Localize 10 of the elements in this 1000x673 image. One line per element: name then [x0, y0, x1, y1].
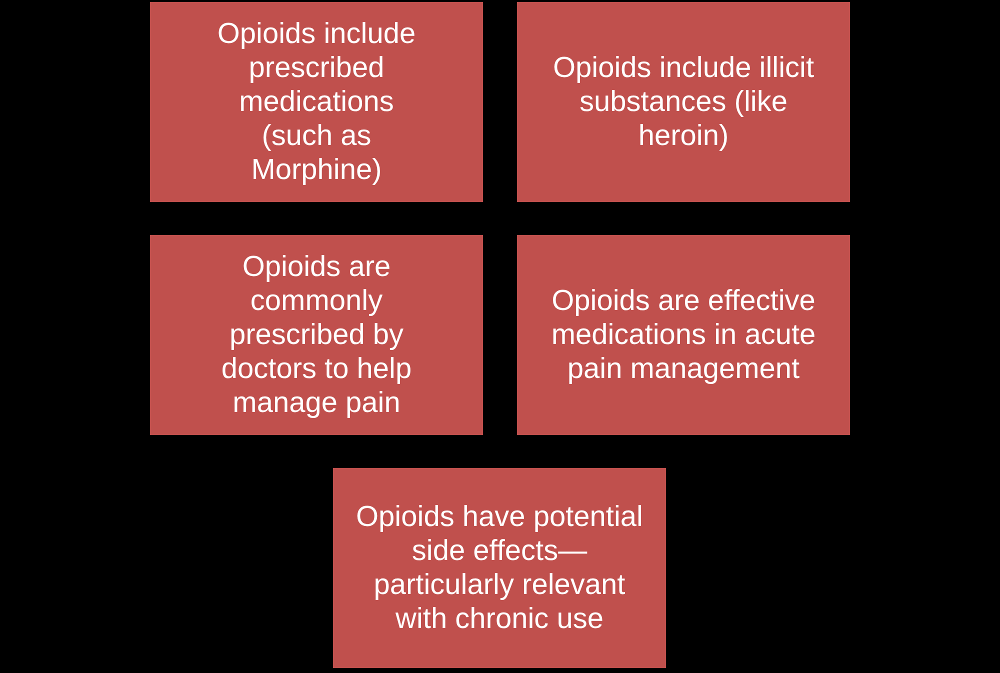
text-box: [150, 235, 483, 435]
box-text: Opioids are commonly prescribed by doctors to help manage pain: [220, 250, 413, 420]
text-box: [517, 235, 850, 435]
text-box: [150, 2, 483, 202]
box-text: Opioids are effective medications in acute pain management: [550, 284, 817, 386]
text-box: [333, 468, 666, 668]
box-text: Opioids include illicit substances (like heroin): [552, 51, 816, 153]
text-box: [517, 2, 850, 202]
box-text: Opioids have potential side effects—particularly relevant with chronic use: [355, 500, 644, 636]
box-text: Opioids include prescribed medications (such as Morphine): [216, 17, 417, 187]
